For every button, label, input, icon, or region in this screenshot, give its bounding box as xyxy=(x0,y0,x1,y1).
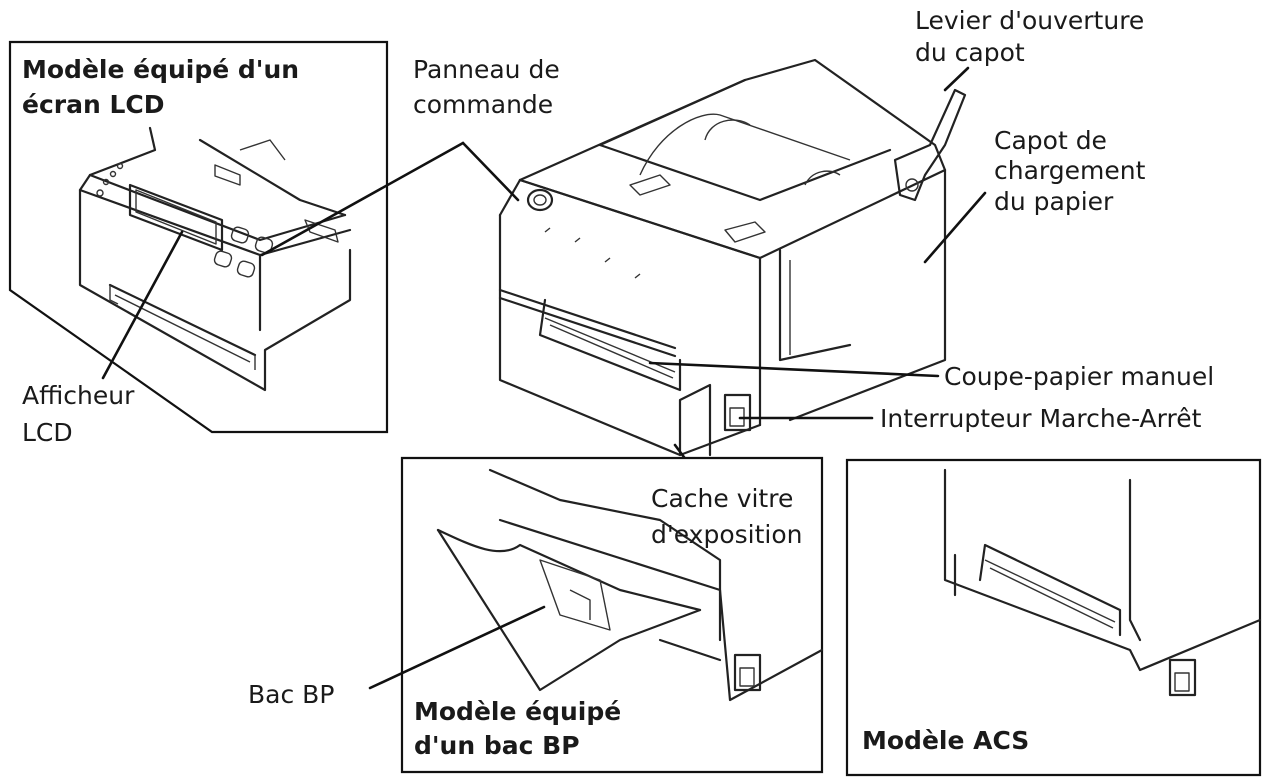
cover-lever-label-line2: du capot xyxy=(915,38,1025,67)
lcd-model-inset xyxy=(8,40,389,434)
lcd-model-title-line1: Modèle équipé d'un xyxy=(22,55,300,84)
bp-model-title-line1: Modèle équipé xyxy=(414,697,622,726)
power-switch-label: Interrupteur Marche-Arrêt xyxy=(880,404,1202,433)
cutter-label: Coupe-papier manuel xyxy=(944,362,1215,391)
control-panel-label-line2: commande xyxy=(413,90,554,119)
acs-model-inset xyxy=(845,458,1262,777)
glass-cover-label-line1: Cache vitre xyxy=(651,484,794,513)
acs-model-title: Modèle ACS xyxy=(862,726,1030,755)
main-printer xyxy=(260,58,987,474)
control-panel-leader-1 xyxy=(260,141,465,257)
paper-cover-label-line3: du papier xyxy=(994,187,1114,216)
cover-lever-label-line1: Levier d'ouverture xyxy=(915,6,1145,35)
paper-cover-label-line1: Capot de xyxy=(994,126,1107,155)
control-panel-label-line1: Panneau de xyxy=(413,55,560,84)
glass-cover-label-line2: d'exposition xyxy=(651,520,803,549)
lcd-display-label-line2: LCD xyxy=(22,418,73,447)
paper-cover-label-line2: chargement xyxy=(994,156,1146,185)
lcd-display-leader xyxy=(101,230,184,380)
cover-lever-leader xyxy=(943,66,970,92)
paper-cover-leader xyxy=(923,191,987,264)
cutter-leader xyxy=(648,361,940,378)
bp-tray-leader xyxy=(368,605,546,690)
lcd-display-label-line1: Afficheur xyxy=(22,381,135,410)
lcd-model-title-line2: écran LCD xyxy=(22,90,165,119)
bp-model-title-line2: d'un bac BP xyxy=(414,731,580,760)
bp-model-inset xyxy=(368,456,824,774)
bp-tray-label: Bac BP xyxy=(248,680,335,709)
bp-inset-frame xyxy=(400,456,824,774)
control-panel-leader-2 xyxy=(461,141,520,202)
acs-inset-frame xyxy=(845,458,1262,777)
